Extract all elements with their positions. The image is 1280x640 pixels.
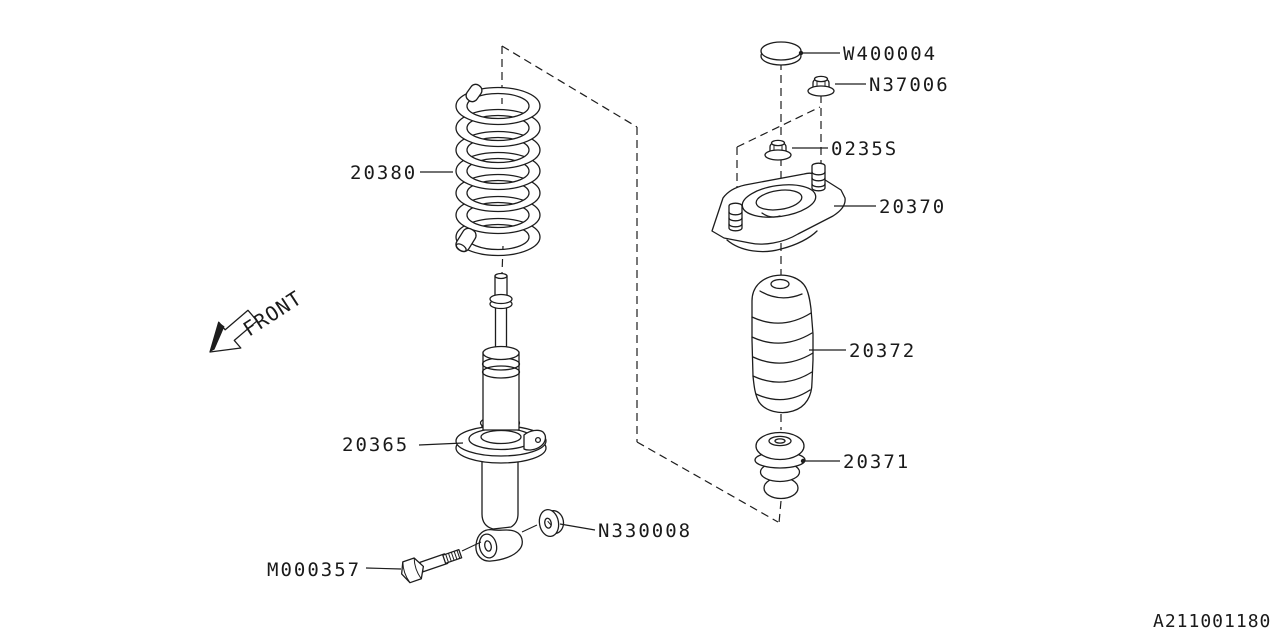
dust-cover	[752, 275, 813, 412]
flange-bolt	[398, 543, 464, 584]
label-coil-spring: 20380	[350, 162, 417, 184]
lock-nut	[537, 507, 565, 538]
spring-end-bottom	[454, 226, 479, 254]
label-mount-nut: 0235S	[831, 138, 898, 160]
spring-cap	[761, 42, 804, 65]
label-lock-nut: N330008	[598, 520, 692, 542]
upper-lock-nut	[807, 75, 835, 97]
spring-end-top	[464, 82, 484, 104]
leader-lines	[366, 53, 876, 569]
mount-stud-left	[728, 202, 743, 232]
seat-ear-tab	[524, 430, 545, 450]
strut-mount	[712, 162, 845, 251]
coil-spring	[454, 82, 541, 257]
diagram-code: A211001180	[1153, 611, 1271, 632]
front-direction-arrow	[210, 310, 257, 352]
label-spring-cap: W400004	[843, 43, 937, 65]
fastener-alignment-lines	[462, 525, 537, 551]
label-strut-mount: 20370	[879, 196, 946, 218]
label-upper-nut: N37006	[869, 74, 950, 96]
piston-rod	[496, 306, 507, 352]
label-bump-stop: 20371	[843, 451, 910, 473]
bump-stop	[755, 433, 805, 499]
label-shock-absorber: 20365	[342, 434, 409, 456]
label-dust-cover: 20372	[849, 340, 916, 362]
shock-body	[483, 352, 519, 430]
front-label: FRONT	[239, 286, 307, 342]
mount-stud-right	[811, 162, 826, 192]
mount-nut	[764, 139, 792, 161]
label-flange-bolt: M000357	[267, 559, 361, 581]
shock-absorber	[456, 274, 546, 562]
